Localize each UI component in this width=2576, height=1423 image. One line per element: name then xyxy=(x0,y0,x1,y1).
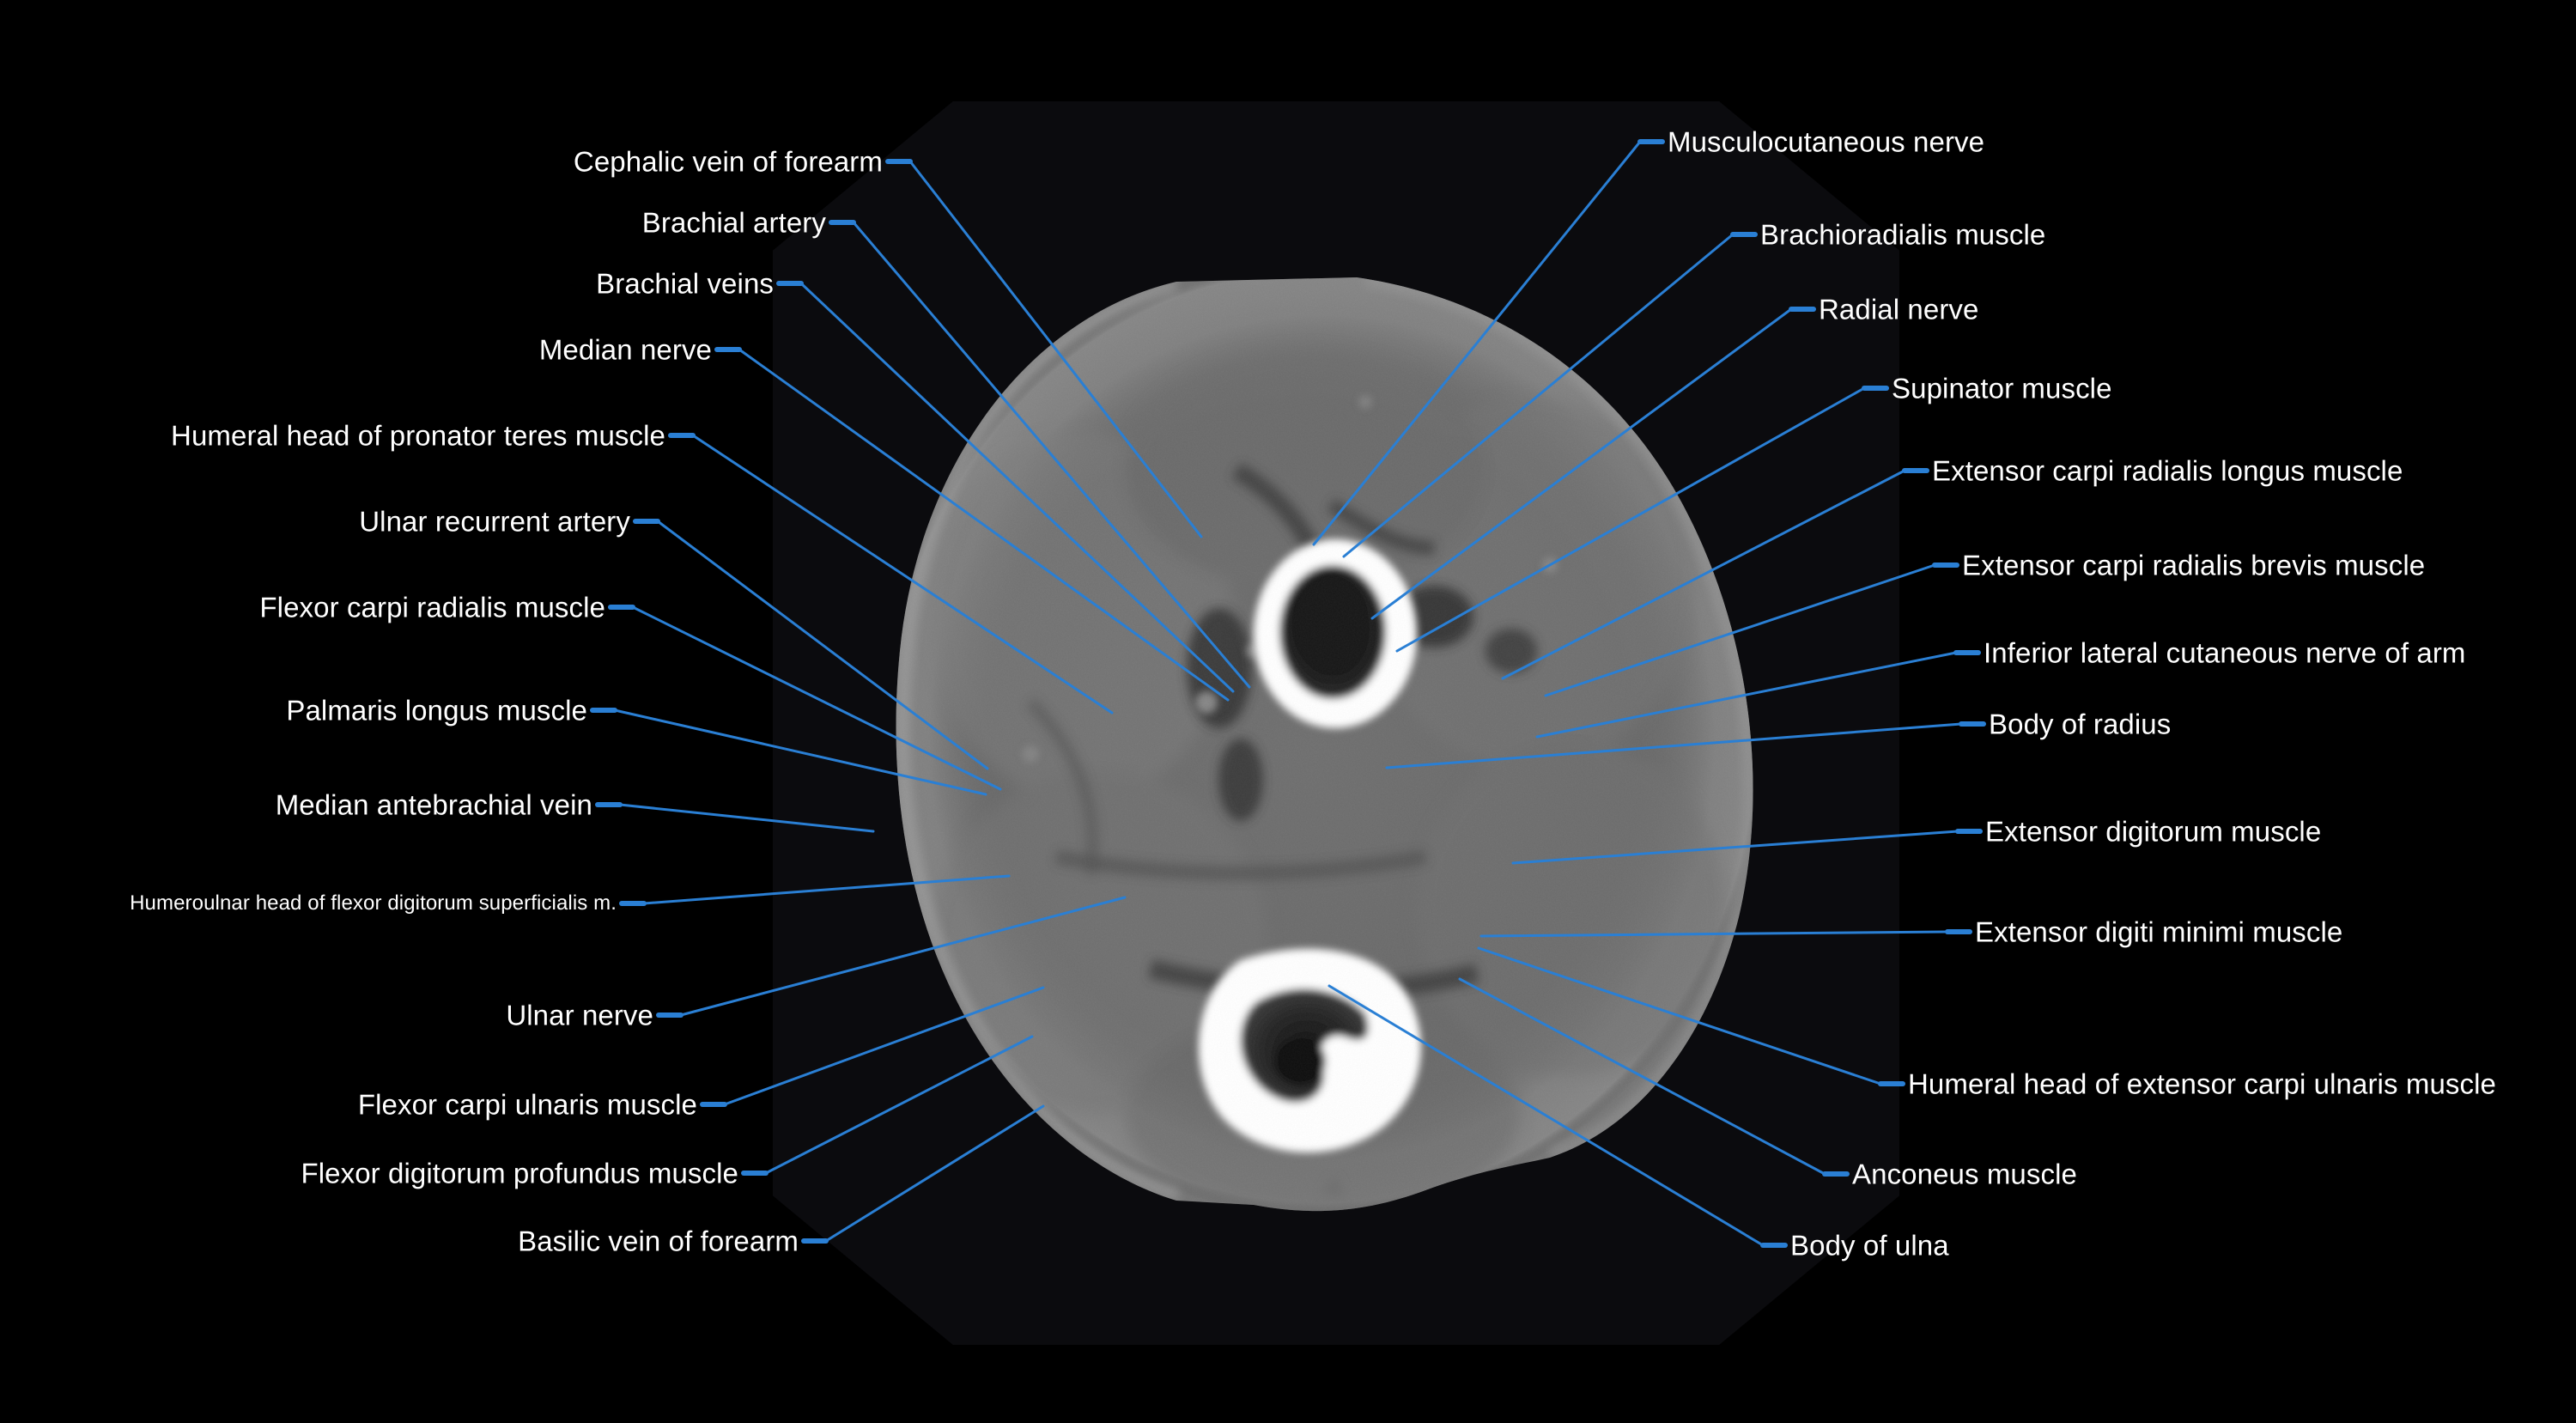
anatomy-label-humeral-head-of-extensor-carpi-ulnaris-muscle: Humeral head of extensor carpi ulnaris m… xyxy=(1908,1067,2496,1100)
anatomy-label-body-of-ulna: Body of ulna xyxy=(1790,1229,1949,1262)
anatomy-label-anconeus-muscle: Anconeus muscle xyxy=(1852,1158,2077,1190)
anatomy-label-palmaris-longus-muscle: Palmaris longus muscle xyxy=(286,694,587,727)
anatomy-label-brachial-artery: Brachial artery xyxy=(641,206,826,239)
anatomy-label-extensor-carpi-radialis-longus-muscle: Extensor carpi radialis longus muscle xyxy=(1932,454,2403,487)
anatomy-label-extensor-carpi-radialis-brevis-muscle: Extensor carpi radialis brevis muscle xyxy=(1962,549,2426,581)
anatomy-label-humeral-head-of-pronator-teres-muscle: Humeral head of pronator teres muscle xyxy=(171,419,665,452)
anatomy-label-median-nerve: Median nerve xyxy=(538,333,712,366)
anatomy-label-musculocutaneous-nerve: Musculocutaneous nerve xyxy=(1668,125,1985,158)
anatomy-label-median-antebrachial-vein: Median antebrachial vein xyxy=(275,788,592,821)
anatomy-label-inferior-lateral-cutaneous-nerve-of-arm: Inferior lateral cutaneous nerve of arm xyxy=(1984,636,2466,669)
anatomy-label-ulnar-recurrent-artery: Ulnar recurrent artery xyxy=(359,505,630,538)
anatomy-label-brachial-veins: Brachial veins xyxy=(596,267,774,300)
anatomy-label-radial-nerve: Radial nerve xyxy=(1819,293,1979,325)
anatomy-label-flexor-digitorum-profundus-muscle: Flexor digitorum profundus muscle xyxy=(301,1157,738,1189)
ct-image-panel xyxy=(773,101,1899,1345)
anatomy-label-body-of-radius: Body of radius xyxy=(1989,708,2172,740)
anatomy-label-flexor-carpi-ulnaris-muscle: Flexor carpi ulnaris muscle xyxy=(357,1088,697,1121)
ct-scan-image xyxy=(773,101,1899,1345)
anatomy-label-brachioradialis-muscle: Brachioradialis muscle xyxy=(1760,218,2046,251)
anatomy-label-cephalic-vein-of-forearm: Cephalic vein of forearm xyxy=(573,145,883,178)
anatomy-label-extensor-digiti-minimi-muscle: Extensor digiti minimi muscle xyxy=(1975,915,2343,948)
anatomy-label-basilic-vein-of-forearm: Basilic vein of forearm xyxy=(518,1225,799,1257)
anatomy-label-humeroulnar-head-of-flexor-digitorum-superficialis-m: Humeroulnar head of flexor digitorum sup… xyxy=(130,891,617,915)
anatomy-label-extensor-digitorum-muscle: Extensor digitorum muscle xyxy=(1985,815,2322,848)
anatomy-label-flexor-carpi-radialis-muscle: Flexor carpi radialis muscle xyxy=(259,591,605,623)
anatomy-label-ulnar-nerve: Ulnar nerve xyxy=(506,999,653,1031)
anatomy-label-supinator-muscle: Supinator muscle xyxy=(1892,372,2112,404)
